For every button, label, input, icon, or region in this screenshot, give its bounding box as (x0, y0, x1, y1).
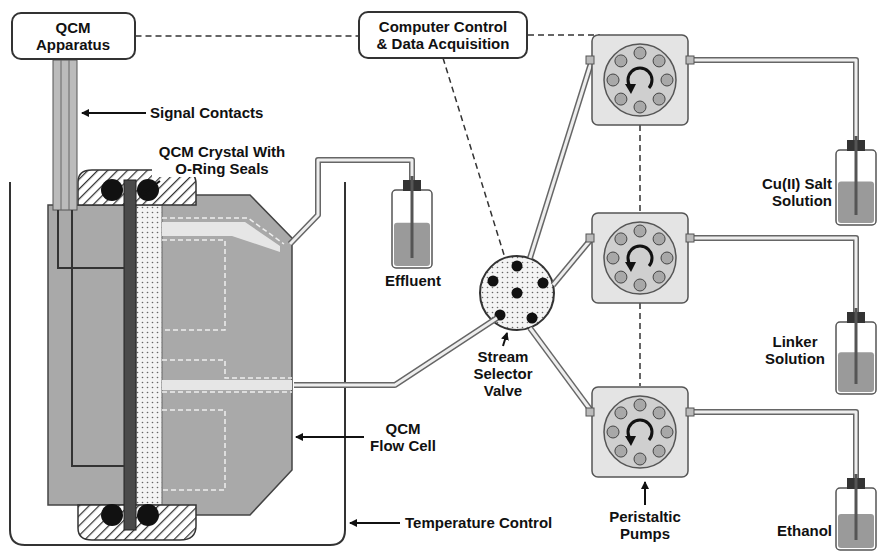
peristaltic-pump (586, 387, 694, 477)
o-ring (137, 504, 159, 526)
box-label: QCM Apparatus (23, 19, 123, 53)
tube-inner (553, 238, 592, 285)
part-label: Stream Selector Valve (468, 348, 538, 399)
control-connector (136, 35, 359, 37)
part-label: Peristaltic Pumps (604, 508, 686, 542)
tube (688, 412, 856, 536)
qcm-crystal (124, 180, 136, 530)
valve-ports (488, 261, 549, 324)
part-label: QCM Flow Cell (368, 420, 438, 454)
tube-inner (530, 328, 592, 412)
tube-inner (688, 412, 856, 536)
channel-fill (162, 222, 280, 252)
process-box: QCM Apparatus (11, 12, 136, 60)
bottle (836, 308, 876, 394)
liquid-chamber (136, 205, 162, 505)
part-label: Temperature Control (405, 514, 605, 531)
o-ring (101, 179, 123, 201)
tube (530, 60, 592, 258)
tube-inner (688, 60, 856, 208)
tube (553, 238, 592, 285)
part-label: Ethanol (770, 522, 832, 539)
part-label: QCM Crystal With O-Ring Seals (152, 143, 292, 177)
tube (688, 60, 856, 208)
flow-cell-right (136, 195, 292, 515)
part-label: Linker Solution (758, 333, 832, 367)
bottle (392, 176, 432, 268)
bottle (836, 136, 876, 225)
tube-inner (688, 238, 856, 376)
part-label: Cu(II) Salt Solution (735, 175, 832, 209)
tube (294, 318, 497, 385)
tube-inner (530, 60, 592, 258)
box-label: Computer Control & Data Acquisition (373, 18, 513, 52)
tube-inner (294, 318, 497, 385)
leader-arrows (82, 113, 645, 523)
part-label: Signal Contacts (150, 104, 290, 121)
o-ring (137, 179, 159, 201)
peristaltic-pump (586, 213, 694, 303)
channel-fill (162, 380, 292, 390)
flow-channels (162, 218, 292, 490)
flow-cell-left (48, 205, 126, 505)
bottom-clamp (78, 505, 196, 540)
part-label: Effluent (373, 272, 453, 289)
process-box: Computer Control & Data Acquisition (358, 11, 528, 59)
tube (530, 328, 592, 412)
signal-wires (53, 60, 124, 466)
o-ring (101, 504, 123, 526)
bottle (836, 474, 876, 550)
peristaltic-pump (586, 35, 694, 125)
tube (688, 238, 856, 376)
